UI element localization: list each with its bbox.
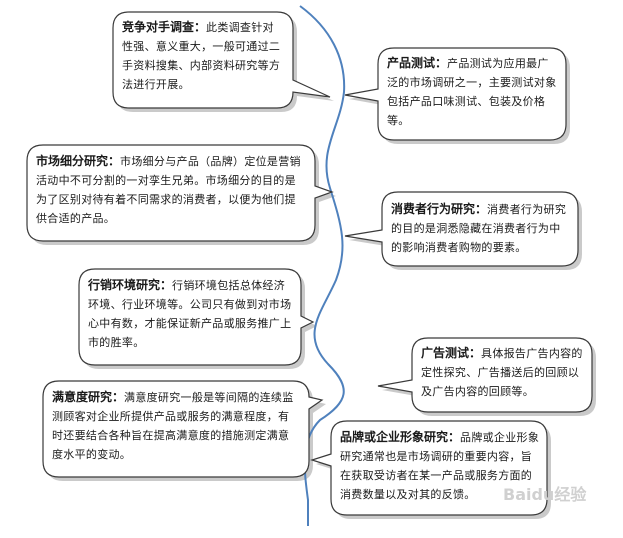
callout-bubble-marketing-env [78,268,315,366]
callout-title: 市场细分研究： [36,154,121,168]
callout-body: 满意度研究一般是等间隔的连续监测顾客对企业所提供产品或服务的满意程度，有时还要结… [52,391,294,461]
callout-body: 品牌或企业形象研究通常也是市场调研的重要内容，旨在获取受访者在某一产品或服务方面… [340,431,540,501]
connector-curve [299,5,346,526]
callout-bubble-brand [310,420,548,516]
callout-bubble-product [344,47,567,141]
callout-body: 行销环境包括总体经济环境、行业环境等。公司只有做到对市场心中有数，才能保证新产品… [88,279,292,349]
callout-bubble-consumer [344,191,579,267]
callout-title: 产品测试： [387,56,448,70]
callout-bubble-segment [26,144,334,242]
watermark: Baidu经验 [503,485,587,504]
callout-shapes [26,11,593,516]
callout-title: 消费者行为研究： [391,202,488,216]
callout-body: 此类调查针对性强、意义重大，一般可通过二手资料搜集、内部资料研究等方法进行开展。 [122,21,281,91]
callout-segment: 市场细分研究：市场细分与产品（品牌）定位是营销活动中不可分割的一对孪生兄弟。市场… [36,152,306,234]
callout-title: 满意度研究： [52,390,125,404]
callout-product: 产品测试：产品测试为应用最广泛的市场调研之一，主要测试对象包括产品口味测试、包装… [387,54,559,136]
callout-body: 产品测试为应用最广泛的市场调研之一，主要测试对象包括产品口味测试、包装及价格等。 [387,57,557,127]
central-connector [299,5,346,526]
callout-bubble-satisfaction [42,380,324,478]
callout-title: 行销环境研究： [88,278,173,292]
callout-title: 竞争对手调查： [122,20,207,34]
callout-body: 市场细分与产品（品牌）定位是营销活动中不可分割的一对孪生兄弟。市场细分的目的是为… [36,155,301,225]
callout-bubble-ad-test [377,337,593,413]
callout-marketing-env: 行销环境研究：行销环境包括总体经济环境、行业环境等。公司只有做到对市场心中有数，… [88,276,293,358]
callout-title: 品牌或企业形象研究： [340,430,461,444]
callout-title: 广告测试： [421,346,482,360]
callout-brand: 品牌或企业形象研究：品牌或企业形象研究通常也是市场调研的重要内容，旨在获取受访者… [340,428,540,510]
callout-body: 具体报告广告内容的定性探究、广告播送后的回顾以及广告内容的回顾等。 [421,347,583,398]
callout-consumer: 消费者行为研究：消费者行为研究的目的是洞悉隐藏在消费者行为中的影响消费者购物的要… [391,200,571,262]
callout-ad-test: 广告测试：具体报告广告内容的定性探究、广告播送后的回顾以及广告内容的回顾等。 [421,344,587,406]
callout-competitor: 竞争对手调查：此类调查针对性强、意义重大，一般可通过二手资料搜集、内部资料研究等… [122,18,284,100]
callout-body: 消费者行为研究的目的是洞悉隐藏在消费者行为中的影响消费者购物的要素。 [391,203,567,254]
callout-bubble-competitor [112,11,331,109]
callout-satisfaction: 满意度研究：满意度研究一般是等间隔的连续监测顾客对企业所提供产品或服务的满意程度… [52,388,300,470]
